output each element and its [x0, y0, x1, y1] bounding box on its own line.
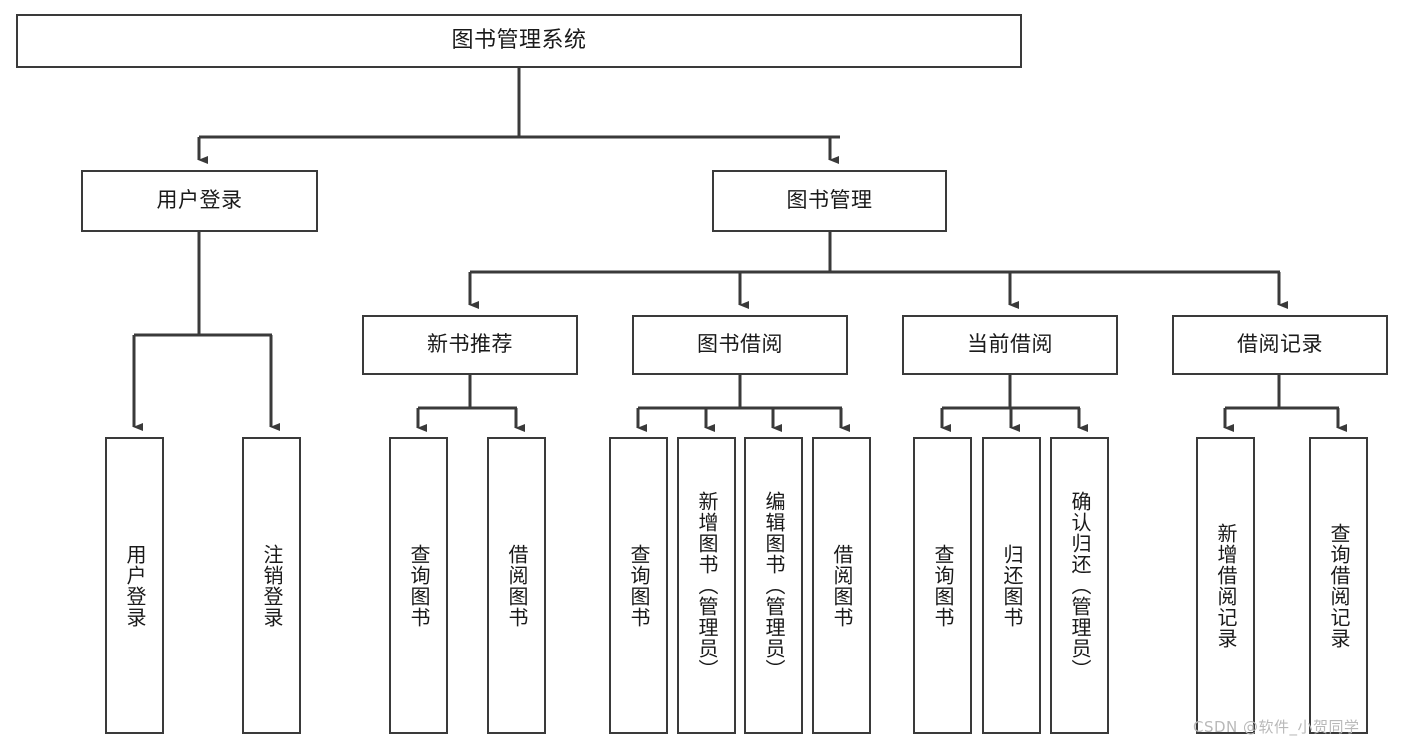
node-user-login-label: 用户登录: [156, 188, 243, 213]
node-leaf-borrow-book-borrow-label: 借阅图书: [830, 543, 854, 628]
node-leaf-user-login[interactable]: 用户登录: [105, 437, 164, 734]
node-leaf-add-book-admin-label: 新增图书（管理员）: [695, 491, 719, 680]
node-leaf-query-book-borrow[interactable]: 查询图书: [609, 437, 668, 734]
node-new-book-recommend[interactable]: 新书推荐: [362, 315, 578, 375]
node-book-borrow[interactable]: 图书借阅: [632, 315, 848, 375]
node-leaf-query-book-current-label: 查询图书: [931, 543, 955, 628]
node-book-management[interactable]: 图书管理: [712, 170, 947, 232]
node-leaf-user-login-label: 用户登录: [123, 543, 147, 628]
node-leaf-confirm-return-admin[interactable]: 确认归还（管理员）: [1050, 437, 1109, 734]
node-leaf-return-book-label: 归还图书: [1000, 543, 1024, 628]
node-leaf-user-logout-label: 注销登录: [260, 543, 284, 628]
node-borrow-record[interactable]: 借阅记录: [1172, 315, 1388, 375]
csdn-watermark: CSDN @软件_小贺同学: [1193, 718, 1360, 736]
node-leaf-confirm-return-admin-label: 确认归还（管理员）: [1068, 491, 1092, 680]
node-current-borrow[interactable]: 当前借阅: [902, 315, 1118, 375]
node-leaf-borrow-book-borrow[interactable]: 借阅图书: [812, 437, 871, 734]
node-user-login[interactable]: 用户登录: [81, 170, 318, 232]
node-book-management-label: 图书管理: [786, 188, 873, 213]
node-leaf-query-borrow-record[interactable]: 查询借阅记录: [1309, 437, 1368, 734]
node-leaf-query-book-current[interactable]: 查询图书: [913, 437, 972, 734]
node-leaf-borrow-book-recommend[interactable]: 借阅图书: [487, 437, 546, 734]
node-root-label: 图书管理系统: [451, 27, 587, 53]
node-leaf-return-book[interactable]: 归还图书: [982, 437, 1041, 734]
node-leaf-query-book-borrow-label: 查询图书: [627, 543, 651, 628]
node-leaf-query-book-recommend-label: 查询图书: [407, 543, 431, 628]
node-new-book-recommend-label: 新书推荐: [427, 332, 513, 357]
node-leaf-borrow-book-recommend-label: 借阅图书: [505, 543, 529, 628]
node-leaf-add-borrow-record[interactable]: 新增借阅记录: [1196, 437, 1255, 734]
node-current-borrow-label: 当前借阅: [967, 332, 1053, 357]
node-leaf-query-book-recommend[interactable]: 查询图书: [389, 437, 448, 734]
node-leaf-edit-book-admin-label: 编辑图书（管理员）: [762, 491, 786, 680]
node-leaf-user-logout[interactable]: 注销登录: [242, 437, 301, 734]
node-leaf-add-book-admin[interactable]: 新增图书（管理员）: [677, 437, 736, 734]
node-leaf-query-borrow-record-label: 查询借阅记录: [1327, 522, 1351, 649]
node-book-borrow-label: 图书借阅: [697, 332, 783, 357]
node-leaf-add-borrow-record-label: 新增借阅记录: [1214, 522, 1238, 649]
node-root-book-management-system[interactable]: 图书管理系统: [16, 14, 1022, 68]
node-leaf-edit-book-admin[interactable]: 编辑图书（管理员）: [744, 437, 803, 734]
node-borrow-record-label: 借阅记录: [1237, 332, 1323, 357]
